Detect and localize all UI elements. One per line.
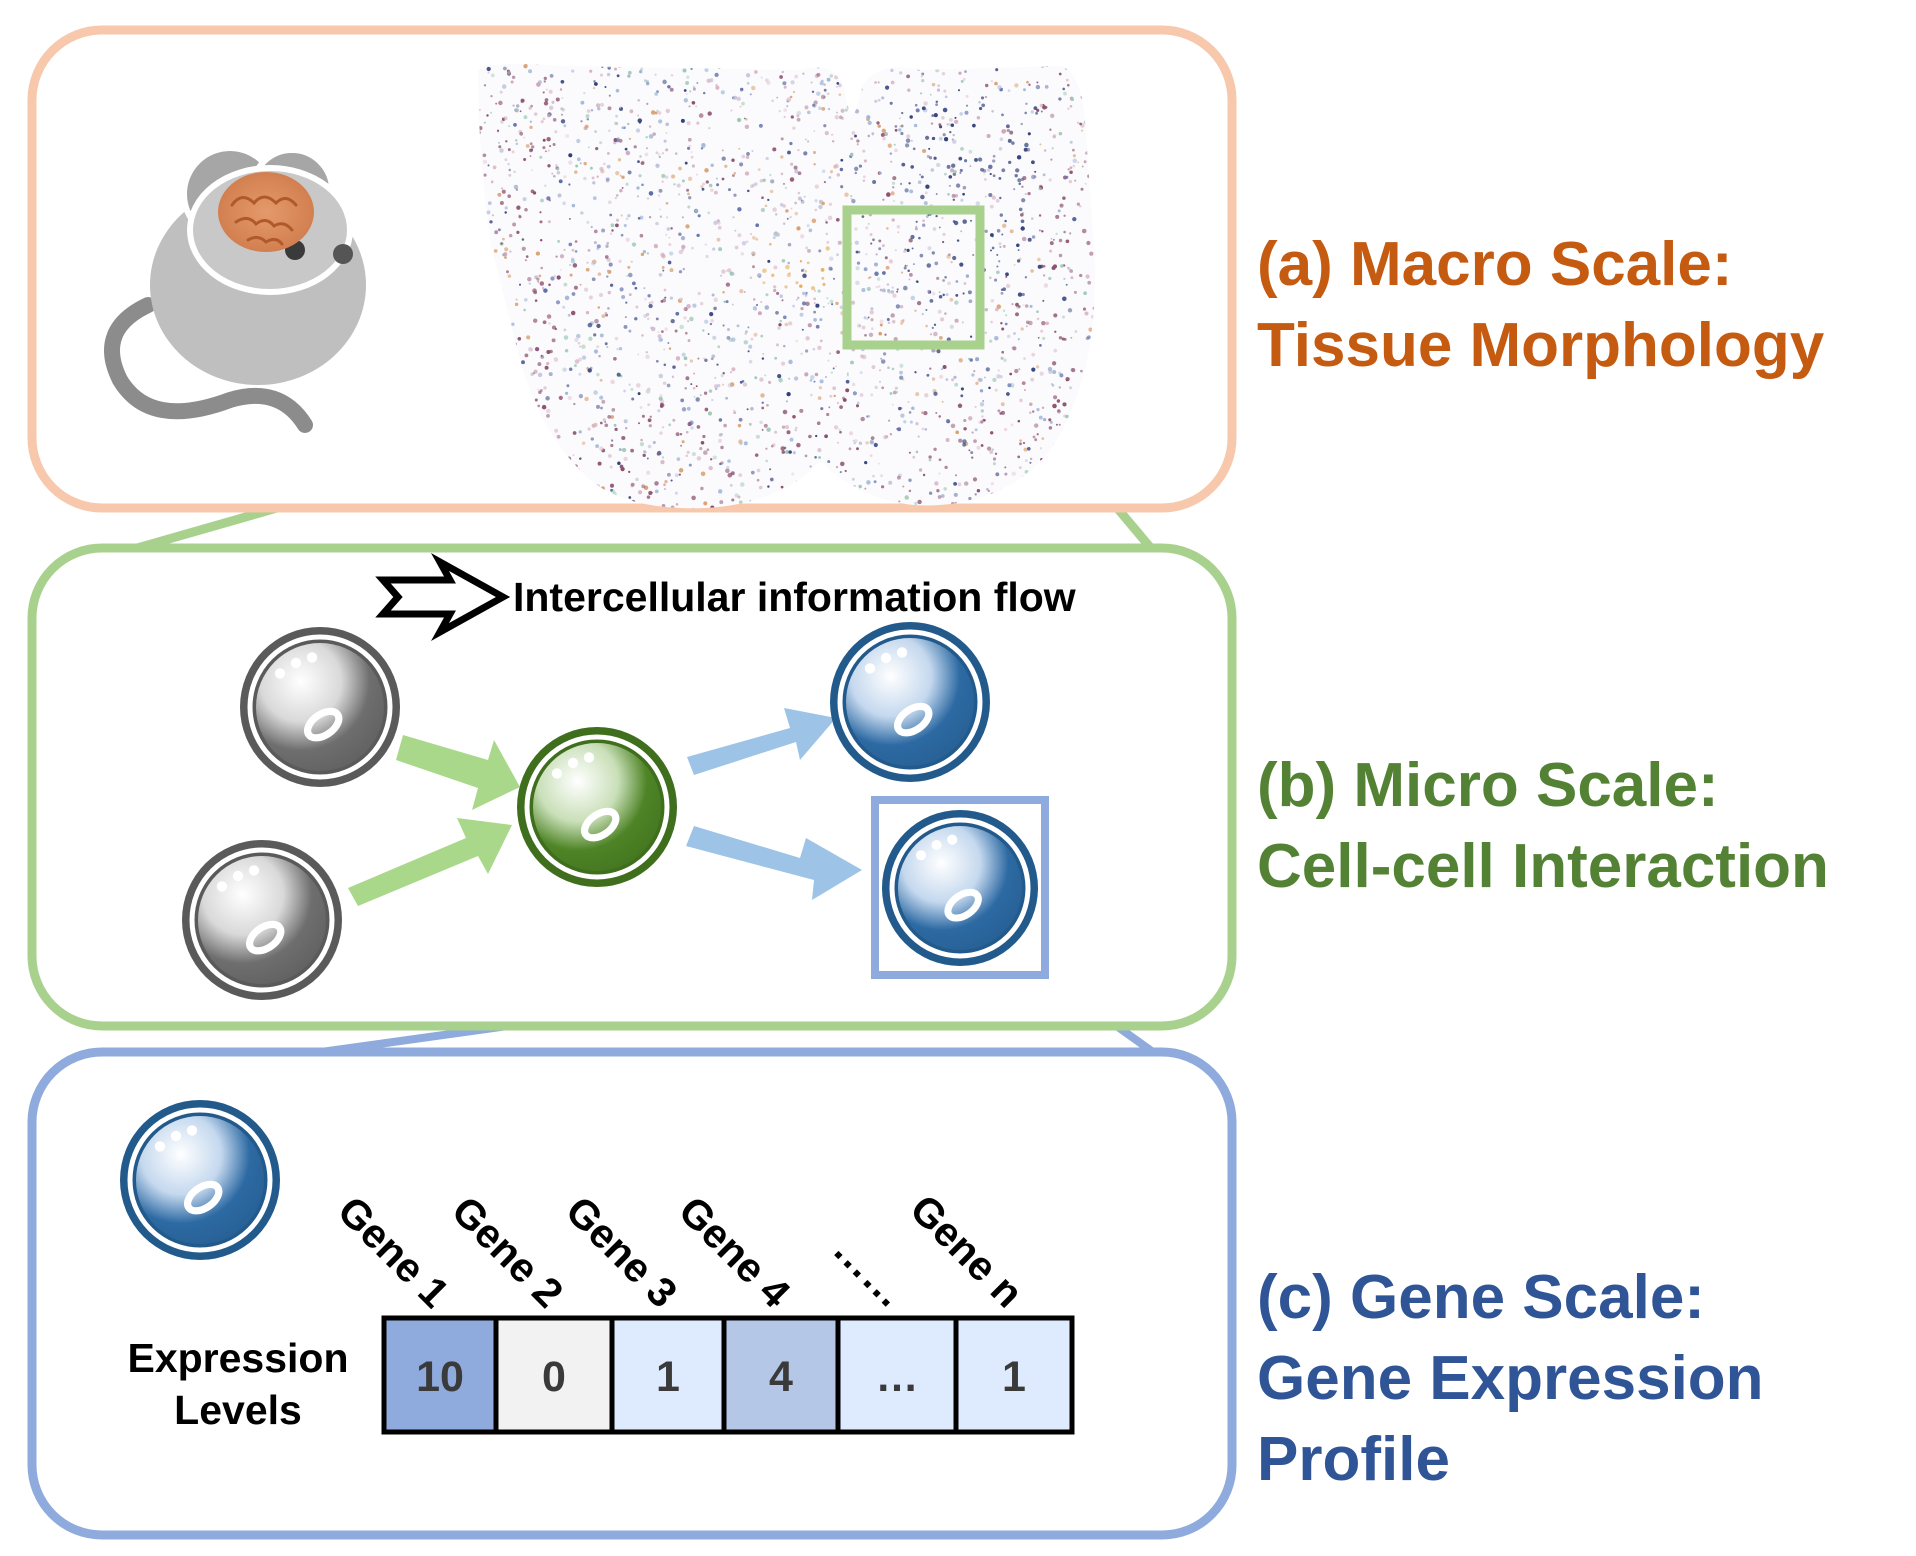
gene-expression-value: … <box>876 1353 919 1401</box>
gene-label-line1: (c) Gene Scale: <box>1257 1263 1705 1332</box>
macro-label-line1: (a) Macro Scale: <box>1257 230 1733 299</box>
gene-expression-value: 10 <box>416 1353 464 1401</box>
expression-levels-label-line2: Levels <box>174 1387 302 1433</box>
gene-label-line3: Profile <box>1257 1425 1450 1494</box>
gene-expression-value: 1 <box>656 1353 680 1401</box>
macro-label-line2: Tissue Morphology <box>1257 311 1825 380</box>
cell-icon <box>182 840 342 1000</box>
cell-icon <box>240 627 400 787</box>
cell-icon <box>882 810 1038 966</box>
gene-expression-cell: 10 <box>381 1315 499 1435</box>
micro-label-line2: Cell-cell Interaction <box>1257 832 1829 901</box>
cell-icon <box>120 1100 280 1260</box>
gene-expression-value: 4 <box>769 1353 793 1401</box>
gene-expression-cell: 0 <box>493 1315 615 1435</box>
gene-expression-cell: 1 <box>953 1315 1075 1435</box>
gene-expression-cell: 4 <box>721 1315 841 1435</box>
brain-icon <box>218 172 314 252</box>
cell-icon <box>830 622 990 782</box>
tissue-spot-map <box>478 64 1096 509</box>
flow-arrow-green-to-blue-top <box>687 708 836 775</box>
cell-icon <box>517 727 677 887</box>
gene-expression-cell: … <box>835 1315 959 1435</box>
gene-expression-cell: 1 <box>609 1315 727 1435</box>
gene-label-line2: Gene Expression <box>1257 1344 1764 1413</box>
flow-arrow-gray-to-green-top <box>396 735 520 810</box>
flow-arrow-green-to-blue-bottom <box>686 826 862 900</box>
expression-levels-label-line1: Expression <box>127 1335 348 1381</box>
gene-expression-value: 0 <box>542 1353 566 1401</box>
zoom-box-micro <box>871 796 1049 979</box>
micro-label-line1: (b) Micro Scale: <box>1257 751 1719 820</box>
hollow-arrow-icon <box>375 552 511 642</box>
zoom-box-macro <box>842 205 985 350</box>
gene-expression-value: 1 <box>1002 1353 1026 1401</box>
flow-legend-label: Intercellular information flow <box>513 574 1076 620</box>
flow-arrow-gray-to-green-bottom <box>348 818 512 906</box>
